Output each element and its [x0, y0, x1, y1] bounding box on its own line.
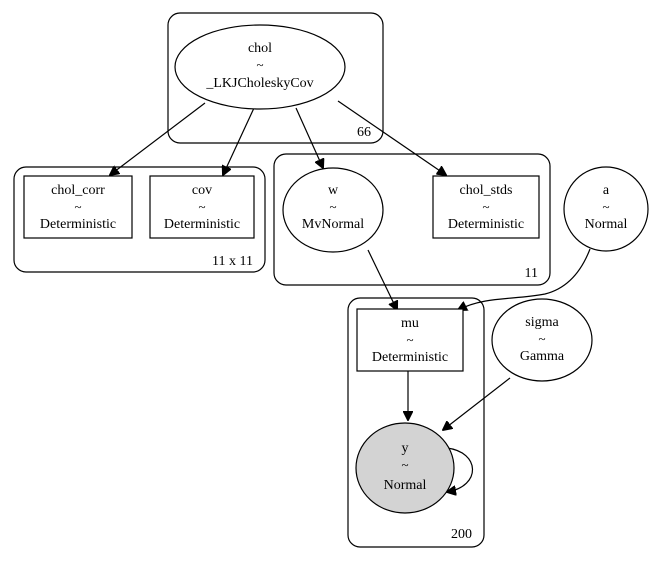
chol-ellipse — [174, 24, 346, 110]
sigma-tilde: ~ — [538, 331, 545, 346]
a-tilde: ~ — [602, 199, 609, 214]
w-tilde: ~ — [329, 199, 336, 214]
chol_corr-rect — [23, 175, 133, 239]
node-cov[interactable]: cov ~ Deterministic — [149, 175, 255, 239]
plate-200: 200 — [347, 297, 485, 548]
node-chol_corr[interactable]: chol_corr ~ Deterministic — [23, 175, 133, 239]
sigma-dist: Gamma — [520, 349, 565, 364]
chol_corr-name: chol_corr — [51, 183, 105, 198]
node-chol[interactable]: chol ~ _LKJCholeskyCov — [174, 24, 346, 110]
plate-11x11-label: 11 x 11 — [212, 254, 253, 269]
mu-rect — [356, 308, 464, 372]
w-name: w — [328, 183, 339, 198]
y-dist: Normal — [384, 478, 427, 493]
plate-11x11: 11 x 11 — [13, 166, 266, 273]
chol_corr-dist: Deterministic — [40, 217, 116, 232]
node-sigma[interactable]: sigma ~ Gamma — [491, 298, 593, 382]
edge-chol-to-cov — [223, 107, 255, 175]
sigma-ellipse — [491, 298, 593, 382]
chol-tilde: ~ — [256, 57, 263, 72]
node-chol_stds[interactable]: chol_stds ~ Deterministic — [432, 175, 540, 239]
plate-200-label: 200 — [451, 527, 472, 542]
a-dist: Normal — [585, 217, 628, 232]
mu-tilde: ~ — [406, 332, 413, 347]
plate-66: 66 — [167, 12, 384, 144]
chol_stds-name: chol_stds — [460, 183, 513, 198]
cov-name: cov — [192, 183, 212, 198]
plate-11-frame — [273, 153, 551, 286]
chol_corr-tilde: ~ — [74, 199, 81, 214]
plate-66-frame — [167, 12, 384, 144]
chol_stds-dist: Deterministic — [448, 217, 524, 232]
chol_stds-rect — [432, 175, 540, 239]
edge-w-to-mu — [367, 249, 397, 310]
plate-11: 11 — [273, 153, 551, 286]
sigma-name: sigma — [525, 315, 559, 330]
y-ellipse — [355, 422, 455, 514]
edge-sigma-to-y — [443, 377, 511, 430]
plate-200-frame — [347, 297, 485, 548]
edge-chol-to-w — [295, 107, 323, 168]
plate-11x11-frame — [13, 166, 266, 273]
edge-a-to-mu — [458, 248, 591, 310]
cov-tilde: ~ — [198, 199, 205, 214]
cov-rect — [149, 175, 255, 239]
chol-name: chol — [248, 41, 272, 56]
cov-dist: Deterministic — [164, 217, 240, 232]
edges — [110, 100, 591, 492]
node-w[interactable]: w ~ MvNormal — [282, 167, 384, 253]
y-name: y — [402, 441, 409, 456]
edge-chol-to-chol_corr — [110, 102, 206, 175]
node-mu[interactable]: mu ~ Deterministic — [356, 308, 464, 372]
a-name: a — [603, 183, 610, 198]
edge-chol-to-chol_stds — [337, 100, 446, 175]
node-y[interactable]: y ~ Normal — [355, 422, 455, 514]
chol_stds-tilde: ~ — [482, 199, 489, 214]
plate-66-label: 66 — [357, 125, 371, 140]
y-tilde: ~ — [401, 457, 408, 472]
node-a[interactable]: a ~ Normal — [563, 166, 649, 252]
mu-dist: Deterministic — [372, 350, 448, 365]
chol-dist: _LKJCholeskyCov — [205, 76, 313, 91]
w-dist: MvNormal — [302, 217, 364, 232]
mu-name: mu — [401, 316, 419, 331]
edge-y-to-y — [447, 447, 473, 492]
a-ellipse — [563, 166, 649, 252]
plate-11-label: 11 — [525, 266, 538, 281]
w-ellipse — [282, 167, 384, 253]
